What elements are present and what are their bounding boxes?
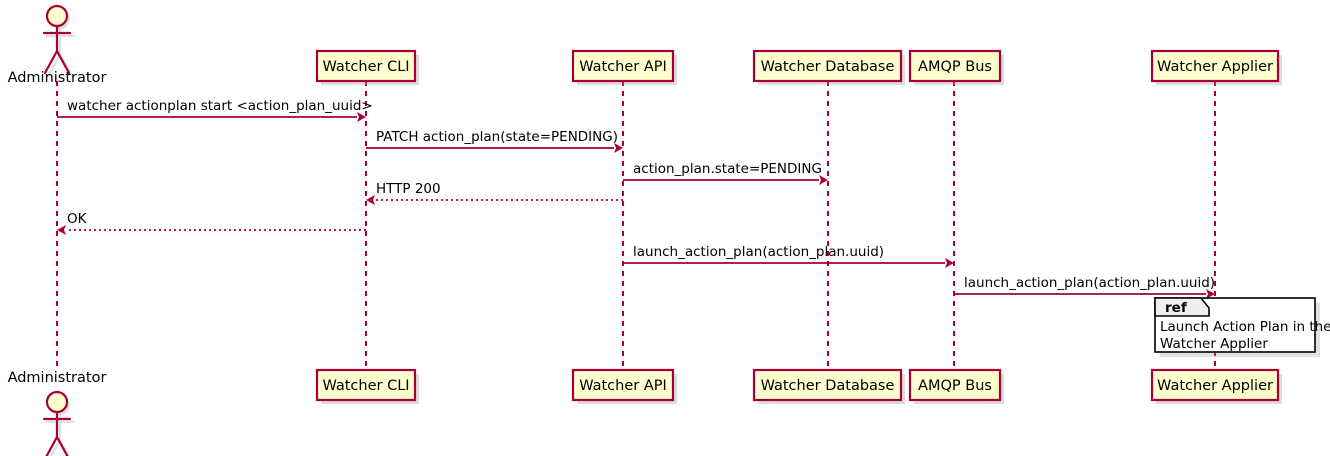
participant-box-watcher-applier[interactable]	[1150, 368, 1280, 402]
participant-head-amqp-bus: AMQP Bus	[908, 49, 1004, 85]
ref-fragment-line: Watcher Applier	[1160, 336, 1268, 352]
message-label-msg-patch-action-plan: PATCH action_plan(state=PENDING)	[376, 129, 618, 145]
message-msg-watcher-actionplan-start: watcher actionplan start <action_plan_uu…	[57, 98, 373, 122]
participant-foot-watcher-database: Watcher Database	[752, 368, 905, 404]
participant-box-watcher-api[interactable]	[571, 368, 675, 402]
participant-box-watcher-database[interactable]	[752, 49, 903, 83]
participant-label-amqp-bus: AMQP Bus	[918, 59, 992, 75]
participant-label-watcher-database: Watcher Database	[761, 59, 895, 75]
message-arrowhead-msg-http-200	[366, 195, 375, 205]
actor-body-shadow	[45, 27, 75, 78]
message-arrowhead-msg-launch-action-plan-bus	[945, 258, 954, 268]
message-arrowhead-msg-watcher-actionplan-start	[357, 112, 366, 122]
participant-head-watcher-applier: Watcher Applier	[1150, 49, 1282, 85]
participant-label-administrator: Administrator	[8, 370, 107, 386]
actor-body-shadow	[45, 413, 75, 456]
message-label-msg-launch-action-plan-applier: launch_action_plan(action_plan.uuid)	[964, 275, 1215, 291]
participant-foot-amqp-bus: AMQP Bus	[908, 368, 1004, 404]
participant-label-watcher-cli: Watcher CLI	[322, 378, 409, 394]
participant-label-amqp-bus: AMQP Bus	[918, 378, 992, 394]
participant-foot-watcher-cli: Watcher CLI	[315, 368, 419, 404]
message-label-msg-watcher-actionplan-start: watcher actionplan start <action_plan_uu…	[67, 98, 373, 114]
participant-label-watcher-api: Watcher API	[579, 59, 667, 75]
ref-fragment-tab-label: ref	[1165, 300, 1187, 316]
message-arrowhead-msg-patch-action-plan	[614, 143, 623, 153]
participant-head-watcher-api: Watcher API	[571, 49, 677, 85]
participant-box-watcher-applier[interactable]	[1150, 49, 1280, 83]
actor-head-icon	[45, 4, 69, 28]
participant-head-watcher-cli: Watcher CLI	[315, 49, 419, 85]
ref-fragment-line: Launch Action Plan in the	[1160, 319, 1330, 335]
participant-foot-watcher-applier: Watcher Applier	[1150, 368, 1282, 404]
message-msg-action-plan-state-pending: action_plan.state=PENDING	[623, 161, 828, 185]
message-msg-http-200: HTTP 200	[366, 181, 623, 205]
participant-label-watcher-applier: Watcher Applier	[1157, 59, 1273, 75]
message-label-msg-action-plan-state-pending: action_plan.state=PENDING	[633, 161, 822, 177]
message-msg-launch-action-plan-applier: launch_action_plan(action_plan.uuid)	[954, 275, 1215, 299]
participant-foot-administrator: Administrator	[8, 370, 107, 456]
message-arrowhead-msg-launch-action-plan-applier	[1206, 289, 1215, 299]
message-label-msg-ok: OK	[67, 211, 88, 227]
message-label-msg-launch-action-plan-bus: launch_action_plan(action_plan.uuid)	[633, 244, 884, 260]
participant-head-watcher-database: Watcher Database	[752, 49, 905, 85]
message-msg-ok: OK	[57, 211, 366, 235]
participant-label-watcher-cli: Watcher CLI	[322, 59, 409, 75]
message-arrowhead-msg-ok	[57, 225, 66, 235]
participant-label-watcher-applier: Watcher Applier	[1157, 378, 1273, 394]
participant-box-watcher-database[interactable]	[752, 368, 903, 402]
actor-head-icon	[45, 390, 69, 414]
participant-box-amqp-bus[interactable]	[908, 368, 1002, 402]
messages-layer: watcher actionplan start <action_plan_uu…	[57, 98, 1215, 299]
actor-body-icon	[42, 410, 72, 456]
message-msg-launch-action-plan-bus: launch_action_plan(action_plan.uuid)	[623, 244, 954, 268]
actor-body-icon	[42, 24, 72, 75]
ref-fragment-tab	[1154, 297, 1210, 317]
participant-box-watcher-cli[interactable]	[315, 49, 417, 83]
lifelines-layer	[56, 81, 1216, 370]
participant-box-amqp-bus[interactable]	[908, 49, 1002, 83]
participant-label-administrator: Administrator	[8, 70, 107, 86]
participant-box-watcher-cli[interactable]	[315, 368, 417, 402]
message-label-msg-http-200: HTTP 200	[376, 181, 441, 197]
participant-head-administrator: Administrator	[8, 4, 107, 86]
participant-label-watcher-api: Watcher API	[579, 378, 667, 394]
participant-label-watcher-database: Watcher Database	[761, 378, 895, 394]
participant-foot-watcher-api: Watcher API	[571, 368, 677, 404]
message-msg-patch-action-plan: PATCH action_plan(state=PENDING)	[366, 129, 623, 153]
message-arrowhead-msg-action-plan-state-pending	[819, 175, 828, 185]
participant-box-watcher-api[interactable]	[571, 49, 675, 83]
